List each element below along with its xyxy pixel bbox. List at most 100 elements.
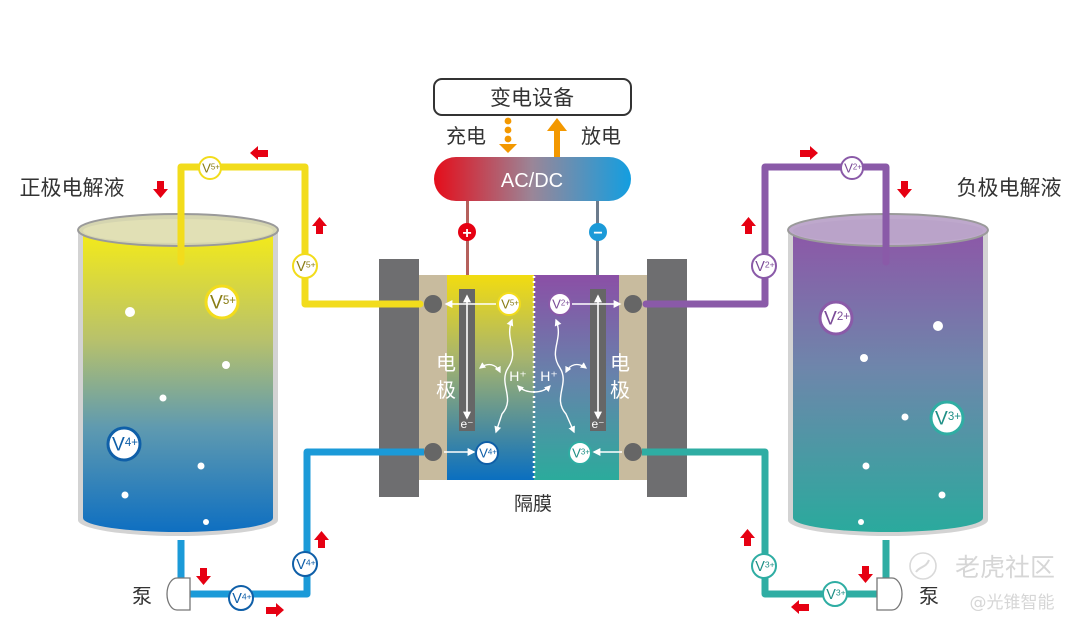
pipe-negative-supply xyxy=(642,448,890,598)
ion-badge-circle xyxy=(548,292,572,316)
pipe-positive-return xyxy=(177,163,424,308)
membrane-label: 隔膜 xyxy=(514,493,552,515)
ion-badge-label: V2+ xyxy=(552,297,570,312)
ion-badge-v2: V2+ xyxy=(818,300,854,336)
right-electron-label: e⁻ xyxy=(591,417,604,431)
ion-badge-v4: V4+ xyxy=(106,426,142,462)
right-electrode-rod: e⁻ xyxy=(590,289,606,431)
port-top-left xyxy=(424,295,442,313)
discharge-label: 放电 xyxy=(581,124,621,148)
ion-badge-label: V5+ xyxy=(296,259,315,275)
ion-badge-label: V4+ xyxy=(232,591,251,607)
ion-badge-label: V3+ xyxy=(572,446,590,461)
pump-left-icon[interactable] xyxy=(166,577,191,611)
ion-badge-label: V3+ xyxy=(935,409,961,430)
ion-badge-circle xyxy=(751,253,777,279)
ion-badge-v2: V2+ xyxy=(751,253,777,279)
right-electrode-label-1: 电 xyxy=(610,351,630,375)
ion-badge-circle xyxy=(818,300,854,336)
ion-badge-v3: V3+ xyxy=(929,400,965,436)
positive-terminal-icon: + xyxy=(458,223,476,242)
left-electrode-label-2: 极 xyxy=(436,378,456,402)
ion-badge-circle xyxy=(822,581,848,607)
ion-badge-v3: V3+ xyxy=(751,553,777,579)
port-bottom-left xyxy=(424,443,442,461)
port-bottom-right xyxy=(624,443,642,461)
ion-badge-v5: V5+ xyxy=(497,292,521,316)
pipe-positive-supply xyxy=(177,448,424,598)
ion-badge-circle xyxy=(840,156,864,180)
reaction-arrow-right xyxy=(554,318,575,434)
ion-badge-v5: V5+ xyxy=(204,284,240,320)
discharge-arrow-icon xyxy=(547,118,567,157)
ion-badge-label: V3+ xyxy=(755,559,774,575)
ion-badge-v5: V5+ xyxy=(198,156,222,180)
negative-electrolyte-label: 负极电解液 xyxy=(957,176,1062,200)
ion-badge-circle xyxy=(292,551,318,577)
pump-right-icon[interactable] xyxy=(876,577,903,611)
left-electrode-label-1: 电 xyxy=(436,351,456,375)
ion-badge-v3: V3+ xyxy=(568,441,592,465)
red-arrow-right xyxy=(800,146,818,160)
ion-badge-label: V4+ xyxy=(296,557,315,573)
power-equipment-box: 变电设备 xyxy=(433,78,632,116)
positive-electrolyte-label: 正极电解液 xyxy=(20,176,125,200)
ion-badge-v2: V2+ xyxy=(840,156,864,180)
red-arrow-left xyxy=(250,146,268,160)
right-end-plate xyxy=(647,259,687,497)
ion-badge-v4: V4+ xyxy=(228,585,254,611)
port-top-right xyxy=(624,295,642,313)
red-arrow-up xyxy=(312,217,327,234)
negative-terminal-icon: − xyxy=(589,223,607,242)
ion-badge-v2: V2+ xyxy=(548,292,572,316)
acdc-label: AC/DC xyxy=(501,170,563,192)
ion-badge-v4: V4+ xyxy=(292,551,318,577)
ion-badge-label: V5+ xyxy=(210,293,236,314)
ion-badge-v3: V3+ xyxy=(822,581,848,607)
ion-badge-circle xyxy=(497,292,521,316)
red-flow-arrows xyxy=(153,146,912,617)
pipe-negative-return xyxy=(642,163,890,308)
proton-cross-membrane-arrow xyxy=(517,385,551,393)
reaction-arrow-left xyxy=(494,318,514,434)
ion-badge-circle xyxy=(204,284,240,320)
red-arrow-down xyxy=(153,181,168,198)
right-electrode-label-2: 极 xyxy=(610,378,630,402)
left-end-plate xyxy=(379,259,419,497)
ion-badge-circle xyxy=(475,441,499,465)
red-arrow-left xyxy=(791,600,809,614)
left-electrode-rod: e⁻ xyxy=(459,289,475,431)
ion-badge-v5: V5+ xyxy=(292,253,318,279)
proton-label-right: H⁺ xyxy=(540,368,558,384)
left-electron-label: e⁻ xyxy=(460,417,473,431)
red-arrow-down xyxy=(858,566,873,583)
ion-badge-circle xyxy=(228,585,254,611)
pump-left-label: 泵 xyxy=(132,584,152,608)
red-arrow-right xyxy=(266,603,284,617)
ion-badge-label: V2+ xyxy=(824,309,850,330)
ion-badge-circle xyxy=(929,400,965,436)
ion-badge-circle xyxy=(198,156,222,180)
ion-badge-label: V3+ xyxy=(826,587,845,603)
red-arrow-down xyxy=(196,568,211,585)
watermark-author: @光锥智能 xyxy=(970,593,1055,613)
acdc-converter: AC/DC xyxy=(434,157,631,201)
ion-badge-circle xyxy=(106,426,142,462)
proton-arrow-left xyxy=(478,362,501,374)
watermark: 老虎社区 @光锥智能 xyxy=(909,552,1055,613)
proton-arrow-right xyxy=(565,362,588,374)
charge-label: 充电 xyxy=(446,124,486,148)
ion-badge-circle xyxy=(568,441,592,465)
positive-lead-wire xyxy=(466,201,469,296)
power-equipment-label: 变电设备 xyxy=(490,86,574,110)
ion-badge-label: V2+ xyxy=(755,259,774,275)
positive-terminal-sign: + xyxy=(462,225,471,242)
watermark-brand: 老虎社区 xyxy=(955,553,1055,582)
red-arrow-down xyxy=(897,181,912,198)
ion-badge-circle xyxy=(292,253,318,279)
pump-right-label: 泵 xyxy=(919,584,939,608)
tiger-logo-icon xyxy=(909,552,937,580)
red-arrow-up xyxy=(314,531,329,548)
red-arrow-up xyxy=(740,529,755,546)
